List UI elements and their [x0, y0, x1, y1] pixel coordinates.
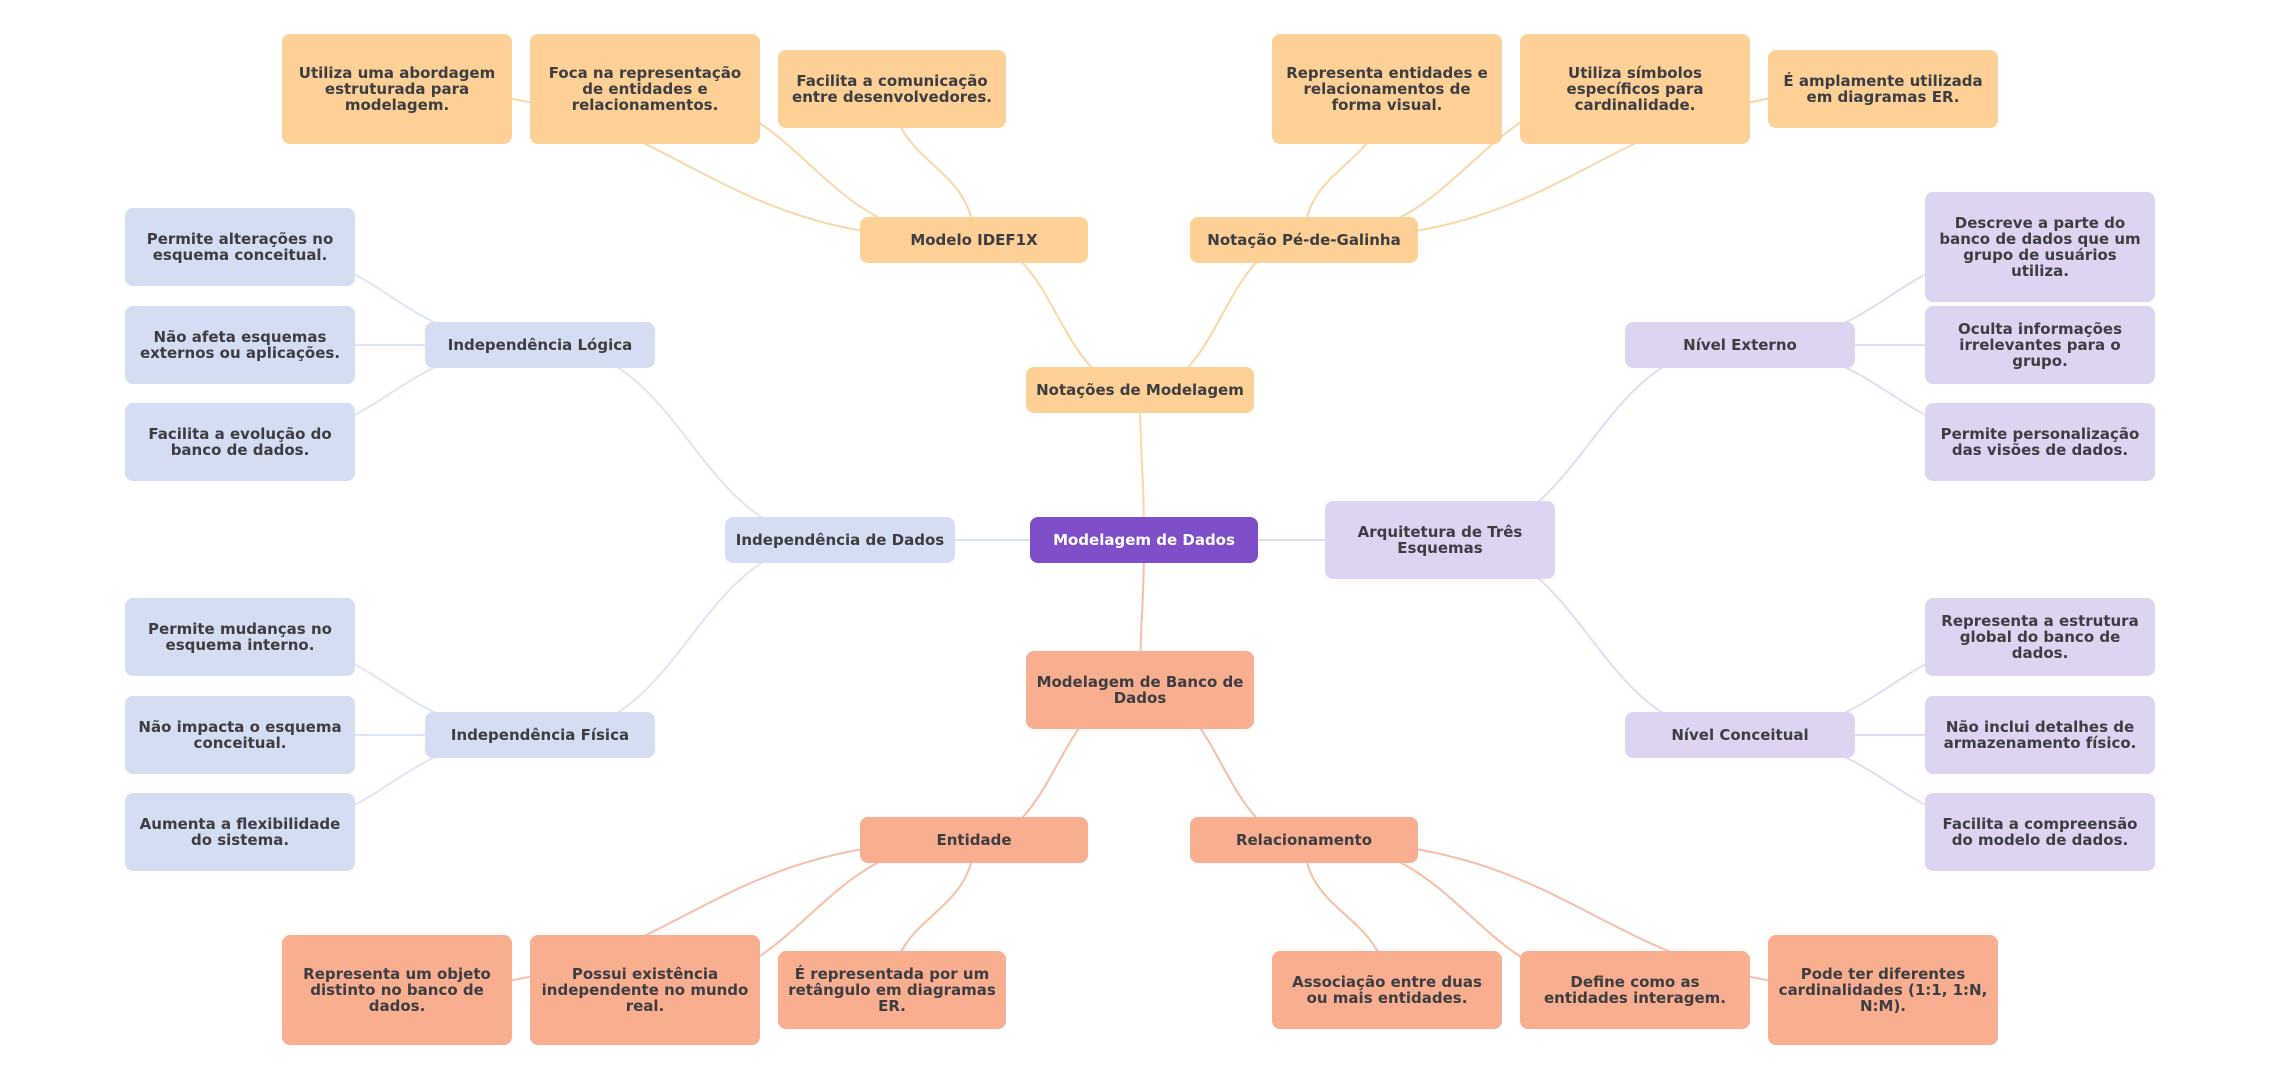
leaf-node[interactable]: É amplamente utilizada em diagramas ER. — [1768, 50, 1998, 128]
subbranch-independencia-fisica[interactable]: Independência Física — [425, 712, 655, 758]
leaf-label: Facilita a compreensão do modelo de dado… — [1942, 815, 2138, 849]
branch-label: Modelagem de Banco de Dados — [1036, 673, 1244, 707]
leaf-label: Permite alterações no esquema conceitual… — [146, 230, 334, 264]
leaf-label: Associação entre duas ou mais entidades. — [1292, 973, 1482, 1007]
leaf-node[interactable]: Utiliza símbolos específicos para cardin… — [1520, 34, 1750, 144]
leaf-node[interactable]: Representa um objeto distinto no banco d… — [282, 935, 512, 1045]
subbranch-label: Independência Física — [450, 726, 630, 744]
connector-line — [539, 539, 841, 736]
leaf-node[interactable]: Possui existência independente no mundo … — [530, 935, 760, 1045]
subbranch-entidade[interactable]: Entidade — [860, 817, 1088, 863]
leaf-label: Utiliza uma abordagem estruturada para m… — [298, 64, 496, 114]
leaf-label: Representa entidades e relacionamentos d… — [1286, 64, 1488, 114]
subbranch-label: Independência Lógica — [447, 336, 633, 354]
leaf-label: Foca na representação de entidades e rel… — [548, 64, 742, 114]
subbranch-modelo-idef1x[interactable]: Modelo IDEF1X — [860, 217, 1088, 263]
leaf-node[interactable]: Facilita a compreensão do modelo de dado… — [1925, 793, 2155, 871]
leaf-label: Não inclui detalhes de armazenamento fís… — [1943, 718, 2137, 752]
root-node[interactable]: Modelagem de Dados — [1030, 517, 1258, 563]
leaf-node[interactable]: Não inclui detalhes de armazenamento fís… — [1925, 696, 2155, 774]
leaf-label: Pode ter diferentes cardinalidades (1:1,… — [1778, 965, 1988, 1015]
leaf-node[interactable]: Descreve a parte do banco de dados que u… — [1925, 192, 2155, 302]
leaf-label: É representada por um retângulo em diagr… — [788, 965, 996, 1015]
subbranch-label: Modelo IDEF1X — [910, 231, 1038, 249]
leaf-node[interactable]: Utiliza uma abordagem estruturada para m… — [282, 34, 512, 144]
leaf-node[interactable]: Permite mudanças no esquema interno. — [125, 598, 355, 676]
branch-independencia-de-dados[interactable]: Independência de Dados — [725, 517, 955, 563]
branch-notacoes-de-modelagem[interactable]: Notações de Modelagem — [1026, 367, 1254, 413]
subbranch-label: Entidade — [936, 831, 1012, 849]
leaf-label: Descreve a parte do banco de dados que u… — [1939, 214, 2141, 280]
leaf-label: Possui existência independente no mundo … — [541, 965, 749, 1015]
leaf-label: Representa um objeto distinto no banco d… — [303, 965, 491, 1015]
leaf-node[interactable]: Representa a estrutura global do banco d… — [1925, 598, 2155, 676]
subbranch-label: Relacionamento — [1235, 831, 1373, 849]
leaf-label: Facilita a evolução do banco de dados. — [148, 425, 332, 459]
leaf-label: Permite mudanças no esquema interno. — [148, 620, 332, 654]
leaf-node[interactable]: Facilita a evolução do banco de dados. — [125, 403, 355, 481]
leaf-node[interactable]: Não afeta esquemas externos ou aplicaçõe… — [125, 306, 355, 384]
connector-line — [539, 344, 841, 541]
leaf-label: Utiliza símbolos específicos para cardin… — [1566, 64, 1704, 114]
subbranch-label: Nível Conceitual — [1671, 726, 1809, 744]
leaf-node[interactable]: Representa entidades e relacionamentos d… — [1272, 34, 1502, 144]
leaf-node[interactable]: Não impacta o esquema conceitual. — [125, 696, 355, 774]
leaf-node[interactable]: Define como as entidades interagem. — [1520, 951, 1750, 1029]
leaf-node[interactable]: Permite personalização das visões de dad… — [1925, 403, 2155, 481]
root-label: Modelagem de Dados — [1053, 531, 1235, 549]
leaf-node[interactable]: Associação entre duas ou mais entidades. — [1272, 951, 1502, 1029]
leaf-node[interactable]: Pode ter diferentes cardinalidades (1:1,… — [1768, 935, 1998, 1045]
leaf-node[interactable]: Foca na representação de entidades e rel… — [530, 34, 760, 144]
subbranch-label: Nível Externo — [1683, 336, 1797, 354]
leaf-node[interactable]: Permite alterações no esquema conceitual… — [125, 208, 355, 286]
leaf-label: Não afeta esquemas externos ou aplicaçõe… — [139, 328, 341, 362]
leaf-node[interactable]: Aumenta a flexibilidade do sistema. — [125, 793, 355, 871]
subbranch-independencia-logica[interactable]: Independência Lógica — [425, 322, 655, 368]
leaf-node[interactable]: É representada por um retângulo em diagr… — [778, 951, 1006, 1029]
leaf-label: Facilita a comunicação entre desenvolved… — [792, 72, 992, 106]
leaf-label: É amplamente utilizada em diagramas ER. — [1783, 72, 1983, 106]
branch-label: Independência de Dados — [735, 531, 945, 549]
leaf-label: Aumenta a flexibilidade do sistema. — [139, 815, 341, 849]
subbranch-notacao-pe-de-galinha[interactable]: Notação Pé-de-Galinha — [1190, 217, 1418, 263]
leaf-label: Oculta informações irrelevantes para o g… — [1957, 320, 2123, 370]
branch-arquitetura-de-tres-esquemas[interactable]: Arquitetura de Três Esquemas — [1325, 501, 1555, 579]
subbranch-relacionamento[interactable]: Relacionamento — [1190, 817, 1418, 863]
leaf-label: Permite personalização das visões de dad… — [1940, 425, 2140, 459]
leaf-label: Representa a estrutura global do banco d… — [1941, 612, 2139, 662]
branch-modelagem-de-banco-de-dados[interactable]: Modelagem de Banco de Dados — [1026, 651, 1254, 729]
subbranch-nivel-conceitual[interactable]: Nível Conceitual — [1625, 712, 1855, 758]
subbranch-label: Notação Pé-de-Galinha — [1207, 231, 1401, 249]
branch-label: Notações de Modelagem — [1036, 381, 1244, 399]
leaf-label: Não impacta o esquema conceitual. — [138, 718, 342, 752]
leaf-label: Define como as entidades interagem. — [1543, 973, 1726, 1007]
leaf-node[interactable]: Oculta informações irrelevantes para o g… — [1925, 306, 2155, 384]
subbranch-nivel-externo[interactable]: Nível Externo — [1625, 322, 1855, 368]
branch-label: Arquitetura de Três Esquemas — [1357, 523, 1523, 557]
leaf-node[interactable]: Facilita a comunicação entre desenvolved… — [778, 50, 1006, 128]
